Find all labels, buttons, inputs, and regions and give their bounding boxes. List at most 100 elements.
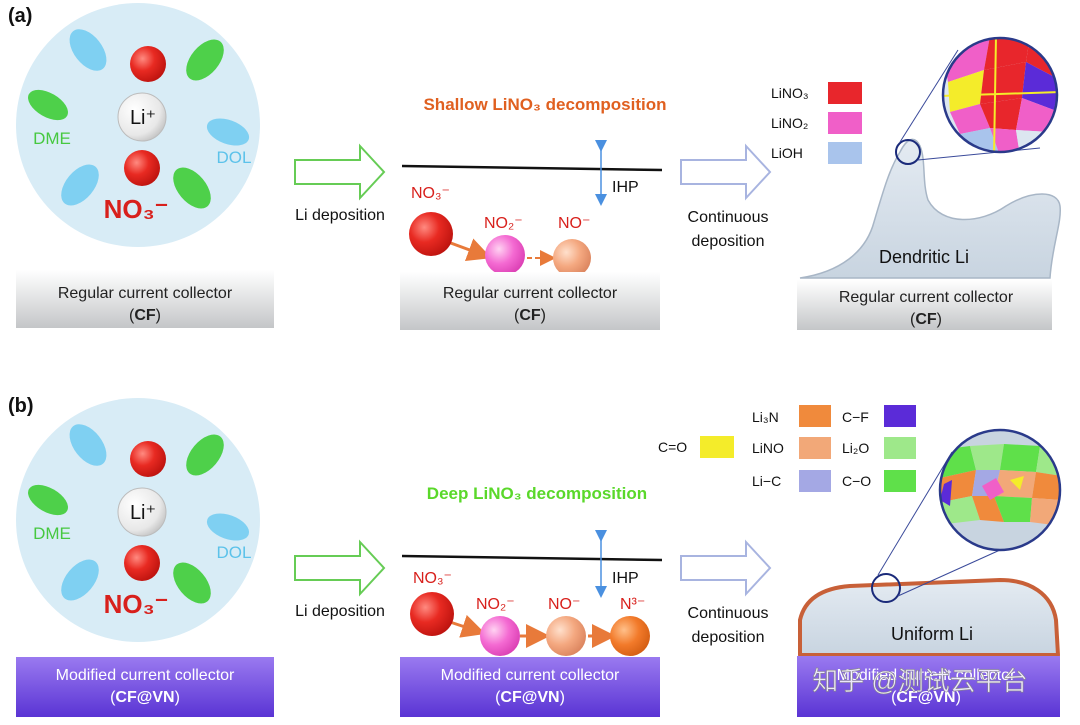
svg-text:(CF@VN): (CF@VN) [891, 689, 961, 706]
legend-label: C−O [842, 473, 871, 489]
dme-molecule [28, 484, 68, 516]
sei-closeup-a [943, 38, 1057, 152]
arrow-b1-label: Li deposition [295, 603, 385, 620]
nitrate-ion [124, 545, 160, 581]
legend-label: Li₃N [752, 409, 779, 425]
current-collector-b2 [400, 657, 660, 717]
dme-molecule [186, 39, 224, 81]
reaction-arrow [447, 238, 492, 262]
dme-molecule [28, 89, 68, 121]
arrow-a2-line1: Continuous [688, 209, 769, 226]
dme-molecule [186, 434, 224, 476]
species-label: NO⁻ [548, 596, 580, 613]
species-label: N³⁻ [620, 596, 645, 613]
species-label: NO⁻ [558, 215, 590, 232]
current-collector-a2 [400, 272, 660, 330]
lithium-ion [117, 92, 167, 142]
legend-swatch [700, 436, 734, 458]
svg-text:(CF): (CF) [129, 307, 161, 324]
legend-a: LiNO₃ LiNO₂ LiOH [771, 82, 862, 164]
collector-b3-name: Modified current collector [837, 667, 1016, 684]
collector-b1-code: CF@VN [115, 689, 174, 706]
zoom-circle-b [938, 428, 1062, 552]
legend-label: LiNO [752, 440, 784, 456]
svg-text:(CF): (CF) [514, 307, 546, 324]
legend-label: C=O [658, 439, 687, 455]
zoom-source-a [895, 139, 921, 165]
dol-label: DOL [217, 148, 252, 167]
legend-swatch [884, 470, 916, 492]
deposition-arrow-a2 [680, 143, 772, 201]
current-collector-a3 [797, 280, 1052, 330]
ihp-line-b [401, 554, 663, 562]
species-label: NO₃⁻ [411, 185, 450, 202]
nitrate-ion [124, 150, 160, 186]
dol-label: DOL [217, 543, 252, 562]
collector-a3-name: Regular current collector [839, 289, 1014, 306]
svg-text:(CF): (CF) [910, 311, 942, 328]
nitrate-ion [130, 46, 166, 82]
ihp-label-a: IHP [612, 179, 639, 196]
zoom-source-b [871, 573, 901, 603]
decomposition-title-a: Shallow LiNO₃ decomposition [423, 95, 666, 114]
dme-label: DME [33, 524, 71, 543]
collector-b2-code: CF@VN [500, 689, 559, 706]
arrow-b2-line2: deposition [692, 629, 765, 646]
zoom-guide [899, 49, 959, 143]
ihp-line-a [401, 164, 663, 172]
lithium-ion [117, 487, 167, 537]
deposition-arrow-b1 [294, 539, 386, 597]
collector-a1-name: Regular current collector [58, 285, 233, 302]
nitrate-particle [409, 212, 453, 256]
legend-swatch [884, 437, 916, 459]
zoom-guide [897, 549, 1001, 597]
current-collector-b1 [16, 657, 274, 717]
collector-a2-name: Regular current collector [443, 285, 618, 302]
deposition-arrow-b2 [680, 539, 772, 597]
species-label: NO₃⁻ [413, 570, 452, 587]
solvation-sheath-a: Li⁺ NO₃⁻ DME DOL [16, 3, 260, 247]
nitrate-ion [130, 441, 166, 477]
collector-a2-code: CF [519, 307, 541, 324]
sei-closeup-b [940, 430, 1060, 550]
zoom-guide [917, 147, 1041, 161]
dol-molecule [61, 559, 99, 601]
no-particle [546, 616, 586, 656]
nitrate-particle [410, 592, 454, 636]
legend-label: LiNO₃ [771, 85, 809, 101]
collector-b2-name: Modified current collector [441, 667, 620, 684]
dol-molecule [206, 513, 250, 541]
solvation-sheath-b: Li⁺ NO₃⁻ DME DOL [16, 398, 260, 642]
dendritic-lithium [799, 138, 1061, 279]
svg-text:(CF@VN): (CF@VN) [110, 689, 180, 706]
dme-label: DME [33, 129, 71, 148]
deposit-label-a: Dendritic Li [879, 247, 969, 267]
watermark: 知乎 @测试云平台 [812, 666, 1028, 696]
legend-swatch [828, 142, 862, 164]
species-label: NO₂⁻ [476, 596, 515, 613]
dme-molecule [173, 167, 211, 209]
collector-a3-code: CF [915, 311, 937, 328]
anion-label: NO₃⁻ [104, 194, 169, 224]
zoom-guide [877, 451, 953, 576]
uniform-lithium [798, 578, 1060, 657]
legend-label: LiNO₂ [771, 115, 808, 131]
legend-swatch [799, 437, 831, 459]
legend-swatch [799, 470, 831, 492]
legend-label: LiOH [771, 145, 803, 161]
panel-b-label: (b) [8, 395, 34, 417]
cation-label: Li⁺ [130, 502, 156, 524]
dol-molecule [61, 164, 99, 206]
dol-molecule [69, 29, 107, 71]
legend-label: Li−C [752, 473, 781, 489]
dol-molecule [206, 118, 250, 146]
reaction-arrow [449, 614, 486, 638]
legend-label: C−F [842, 409, 869, 425]
anion-label: NO₃⁻ [104, 589, 169, 619]
dme-molecule [173, 562, 211, 604]
nitrite-particle [480, 616, 520, 656]
ihp-label-b: IHP [612, 570, 639, 587]
arrow-a2-line2: deposition [692, 233, 765, 250]
